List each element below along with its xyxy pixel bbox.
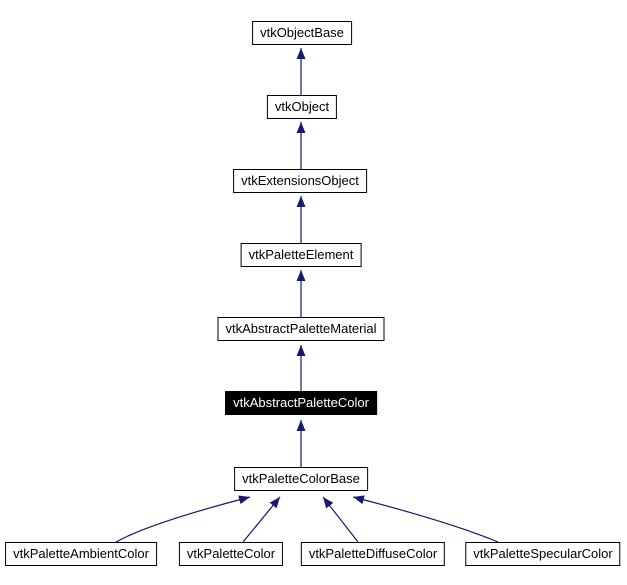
class-node-vtkobjectbase[interactable]: vtkObjectBase — [252, 21, 352, 45]
class-node-vtkpaletteelement[interactable]: vtkPaletteElement — [240, 243, 362, 267]
class-node-vtkpalettecolor[interactable]: vtkPaletteColor — [178, 542, 284, 566]
inheritance-arrow — [115, 495, 251, 543]
class-node-vtkextensionsobject[interactable]: vtkExtensionsObject — [233, 169, 367, 193]
class-node-vtkabstractpalettematerial[interactable]: vtkAbstractPaletteMaterial — [217, 317, 385, 341]
class-node-vtkpalettespecularcolor[interactable]: vtkPaletteSpecularColor — [465, 542, 621, 566]
class-node-vtkpaletteambientcolor[interactable]: vtkPaletteAmbientColor — [5, 542, 157, 566]
inheritance-arrow — [352, 495, 499, 543]
class-node-vtkobject[interactable]: vtkObject — [266, 95, 338, 119]
inheritance-arrow — [242, 496, 281, 543]
class-node-vtkpalettecolorbase[interactable]: vtkPaletteColorBase — [234, 467, 368, 491]
class-node-vtkpalettediffusecolor[interactable]: vtkPaletteDiffuseColor — [300, 542, 446, 566]
class-node-vtkabstractpalettecolor-current: vtkAbstractPaletteColor — [225, 391, 377, 415]
inheritance-arrow — [322, 496, 359, 543]
